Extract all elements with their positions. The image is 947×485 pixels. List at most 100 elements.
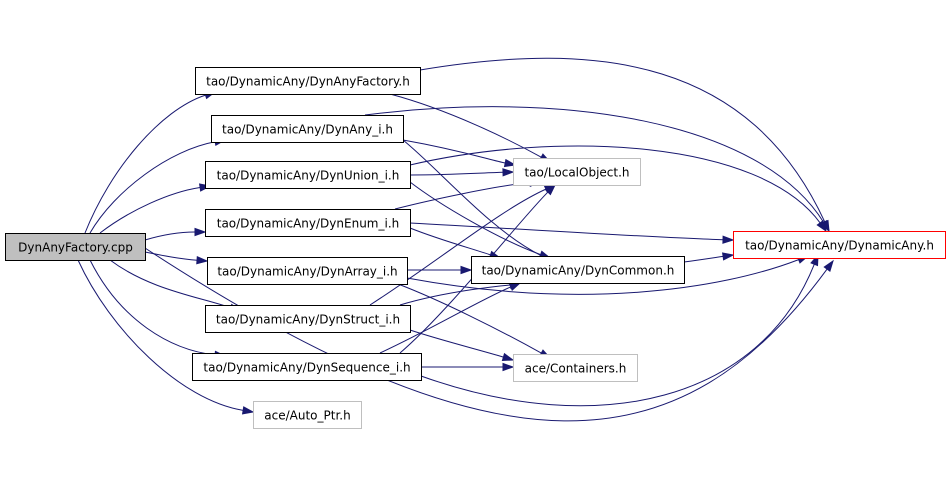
node-label: tao/DynamicAny/DynCommon.h (482, 264, 675, 278)
node-factory_h[interactable]: tao/DynamicAny/DynAnyFactory.h (195, 67, 421, 95)
edge-dynarray_i-to-dyncommon (407, 265, 473, 275)
arrowhead-icon (503, 158, 517, 168)
edge-dyncommon-to-dynamicany (683, 252, 735, 263)
node-label: tao/DynamicAny/DynSequence_i.h (203, 361, 410, 375)
node-label: ace/Containers.h (525, 362, 627, 376)
edge-line (144, 231, 196, 241)
arrowhead-icon (823, 259, 834, 272)
node-containers[interactable]: ace/Containers.h (513, 354, 638, 382)
node-label: tao/DynamicAny/DynArray_i.h (217, 265, 397, 279)
edge-dynunion_i-to-dynamicany (409, 145, 827, 233)
node-box (513, 354, 638, 382)
node-box (253, 401, 362, 429)
edge-dynstruct_i-to-dyncommon (399, 280, 522, 306)
node-layer: DynAnyFactory.cpp tao/DynamicAny/DynAnyFa… (5, 67, 946, 429)
arrowhead-icon (502, 362, 515, 372)
edge-line (369, 188, 547, 306)
edge-line (402, 139, 542, 256)
edge-line (406, 259, 799, 295)
arrowhead-icon (508, 282, 522, 291)
node-box (205, 305, 411, 333)
node-box (205, 161, 411, 189)
node-autoptr[interactable]: ace/Auto_Ptr.h (253, 401, 362, 429)
edge-line (683, 255, 724, 263)
node-box (205, 209, 411, 237)
edge-dynunion_i-to-localobj (409, 168, 515, 177)
node-dynamicany[interactable]: tao/DynamicAny/DynamicAny.h (733, 231, 946, 259)
edge-line (419, 57, 826, 223)
edge-line (379, 286, 511, 354)
node-label: DynAnyFactory.cpp (18, 241, 133, 255)
node-box (195, 67, 421, 95)
node-label: tao/DynamicAny/DynStruct_i.h (216, 313, 400, 327)
edge-line (99, 186, 201, 234)
node-box (5, 233, 146, 261)
arrowhead-icon (196, 256, 209, 265)
edge-line (109, 259, 231, 309)
arrowhead-icon (460, 265, 473, 275)
node-box (471, 256, 685, 284)
edge-root-to-dynarray_i (144, 251, 209, 265)
edge-line (409, 145, 821, 224)
node-label: tao/DynamicAny/DynAnyFactory.h (206, 75, 410, 89)
edge-dynarray_i-to-containers (397, 283, 552, 359)
edge-line (89, 259, 216, 356)
edge-line (144, 247, 828, 422)
edge-line (77, 259, 244, 411)
arrowhead-icon (722, 235, 735, 244)
arrowhead-icon (194, 227, 207, 237)
edge-dynenum_i-to-dyncommon (409, 227, 502, 259)
edge-root-to-autoptr (77, 259, 255, 415)
node-label: tao/DynamicAny/DynAny_i.h (222, 123, 393, 137)
node-box (733, 231, 946, 259)
node-dynany_i[interactable]: tao/DynamicAny/DynAny_i.h (211, 115, 404, 143)
node-localobj[interactable]: tao/LocalObject.h (513, 158, 641, 186)
edge-root-to-dynamicany (144, 247, 834, 422)
arrowhead-icon (501, 352, 515, 361)
edge-line (409, 181, 541, 256)
edge-line (409, 171, 504, 176)
edge-line (399, 284, 511, 306)
node-label: tao/DynamicAny/DynEnum_i.h (217, 217, 400, 231)
edge-line (144, 251, 198, 261)
node-label: tao/LocalObject.h (524, 166, 629, 180)
edge-dynunion_i-to-dyncommon (409, 181, 552, 259)
node-box (211, 115, 404, 143)
edge-line (409, 329, 504, 358)
edge-line (364, 106, 825, 223)
node-root: DynAnyFactory.cpp (5, 233, 146, 261)
node-label: tao/DynamicAny/DynUnion_i.h (217, 169, 400, 183)
edge-layer (77, 57, 834, 422)
edge-line (89, 141, 216, 234)
arrowhead-icon (502, 168, 515, 177)
node-box (513, 158, 641, 186)
edge-line (409, 222, 724, 241)
edge-line (397, 283, 542, 354)
arrowhead-icon (722, 252, 735, 261)
node-box (207, 257, 408, 285)
edge-factory_h-to-dynamicany (419, 57, 830, 233)
edge-dynstruct_i-to-containers (409, 329, 515, 361)
edge-line (84, 94, 206, 234)
edge-line (389, 93, 542, 158)
node-dynarray_i[interactable]: tao/DynamicAny/DynArray_i.h (207, 257, 408, 285)
edge-dynenum_i-to-dynamicany (409, 222, 735, 244)
edge-root-to-dynenum_i (144, 227, 207, 241)
node-dynstruct_i[interactable]: tao/DynamicAny/DynStruct_i.h (205, 305, 411, 333)
node-dynenum_i[interactable]: tao/DynamicAny/DynEnum_i.h (205, 209, 411, 237)
arrowhead-icon (816, 220, 827, 233)
edge-line (409, 227, 491, 256)
edge-root-to-dynseq_i (89, 259, 227, 360)
node-label: ace/Auto_Ptr.h (264, 409, 350, 423)
node-dynseq_i[interactable]: tao/DynamicAny/DynSequence_i.h (192, 353, 422, 381)
node-box (192, 353, 422, 381)
arrowhead-icon (544, 183, 557, 196)
arrowhead-icon (241, 406, 255, 415)
node-dyncommon[interactable]: tao/DynamicAny/DynCommon.h (471, 256, 685, 284)
node-dynunion_i[interactable]: tao/DynamicAny/DynUnion_i.h (205, 161, 411, 189)
edge-root-to-dynunion_i (99, 183, 212, 234)
edge-dynseq_i-to-containers (421, 362, 515, 372)
edge-line (420, 264, 815, 407)
node-label: tao/DynamicAny/DynamicAny.h (745, 239, 934, 253)
